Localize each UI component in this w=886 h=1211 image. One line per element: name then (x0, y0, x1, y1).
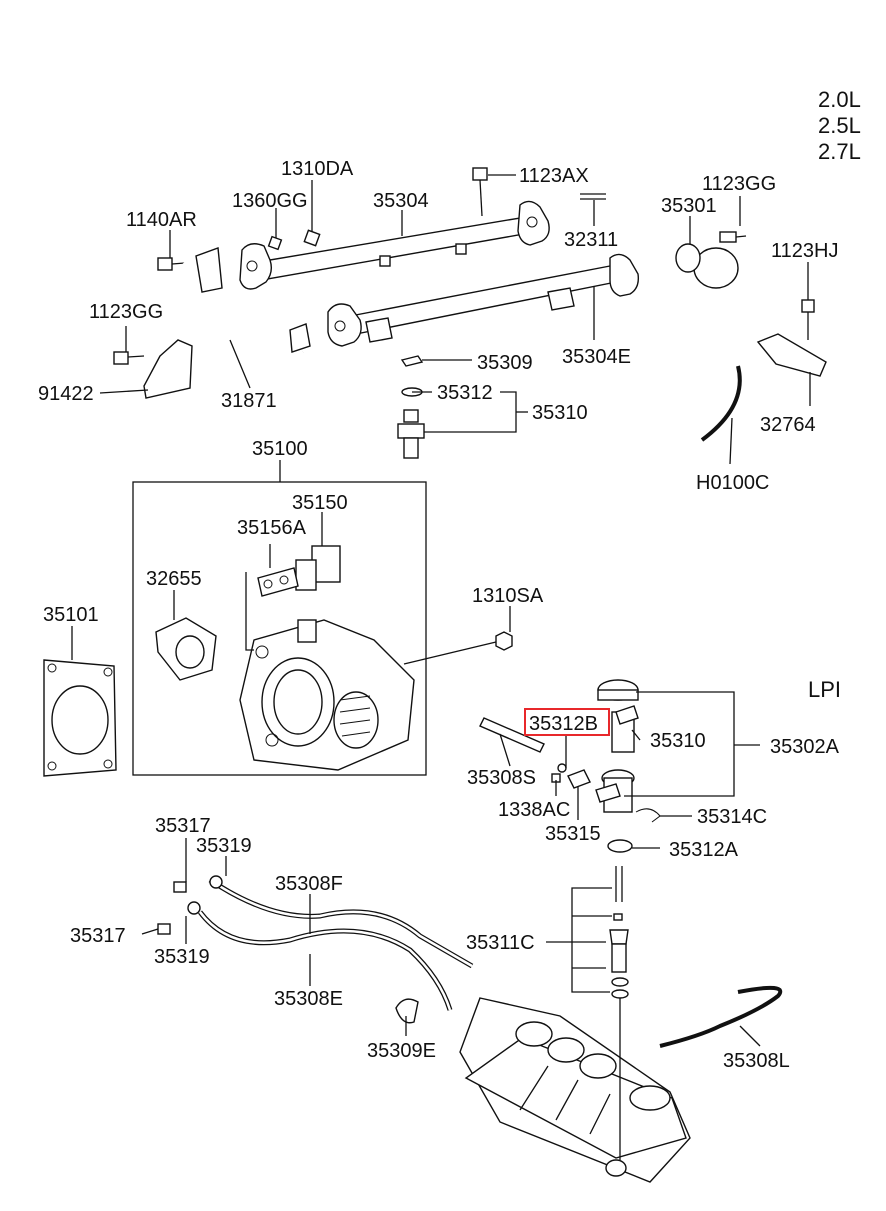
pressure-regulator (675, 231, 747, 289)
fuel-pipe (175, 247, 311, 358)
engine-label-2: 2.5L (818, 113, 861, 138)
part-label: 1360GG (232, 190, 308, 212)
part-label: 32655 (146, 568, 202, 590)
lpi-label: LPI (808, 677, 841, 702)
part-label: 32764 (760, 414, 816, 436)
part-label: 35312A (669, 839, 739, 861)
clip-35309e (395, 998, 419, 1024)
idle-control-valve (257, 545, 341, 597)
part-label: 1123HJ (771, 240, 838, 262)
throttle-body (239, 619, 415, 771)
fuel-lines (157, 875, 474, 1011)
nut-1310sa (495, 631, 513, 651)
bolts-top (157, 167, 606, 271)
part-labels: 1310DA 1123AX 1360GG 35304 1140AR 1123GG… (38, 158, 840, 1072)
injector-top (397, 355, 425, 459)
intake-manifold (459, 997, 691, 1183)
part-label: 1123GG (89, 301, 163, 323)
part-label: 35302A (770, 736, 840, 758)
part-label: 35319 (154, 946, 210, 968)
part-label: 35309 (477, 352, 533, 374)
part-label: H0100C (696, 472, 769, 494)
highlight-box (524, 708, 610, 736)
part-label: 35314C (697, 806, 767, 828)
drawings (43, 167, 827, 1183)
part-label: 35309E (367, 1040, 436, 1062)
part-label: 35308L (723, 1050, 790, 1072)
part-label: 35156A (237, 517, 307, 539)
part-label: 35101 (43, 604, 99, 626)
bracket-right (700, 299, 827, 442)
part-label: 35304E (562, 346, 631, 368)
part-label: 35317 (70, 925, 126, 947)
fuel-rail-upper (239, 200, 550, 290)
part-label: 1310SA (472, 585, 544, 607)
engine-label-1: 2.0L (818, 87, 861, 112)
part-label: 35310 (650, 730, 706, 752)
engine-labels: 2.0L 2.5L 2.7L (818, 87, 861, 164)
lpi-rail-parts (609, 866, 629, 999)
throttle-position-sensor (155, 617, 217, 681)
part-label: 1140AR (126, 209, 197, 231)
part-label: 35317 (155, 815, 211, 837)
hose-35308l (659, 985, 782, 1048)
throttle-gasket (43, 659, 117, 777)
part-label: 1123GG (702, 173, 776, 195)
part-label: 35310 (532, 402, 588, 424)
part-label: 1310DA (281, 158, 354, 180)
part-label-highlighted: 35312B (529, 713, 598, 735)
part-label: 35308F (275, 873, 343, 895)
part-label: 35308S (467, 767, 536, 789)
part-label: 1338AC (498, 799, 570, 821)
part-label: 35311C (466, 932, 535, 954)
part-label: 91422 (38, 383, 94, 405)
part-label: 35301 (661, 195, 717, 217)
fuel-rail-lower (327, 253, 640, 347)
leader-lines (71, 174, 811, 1160)
part-label: 35312 (437, 382, 493, 404)
part-label: 35308E (274, 988, 343, 1010)
part-label: 35304 (373, 190, 429, 212)
part-label: 32311 (564, 229, 618, 251)
part-label: 35150 (292, 492, 348, 514)
engine-label-3: 2.7L (818, 139, 861, 164)
bracket-left (113, 339, 193, 399)
part-label: 1123AX (519, 165, 589, 187)
part-label: 35319 (196, 835, 252, 857)
part-label: 35315 (545, 823, 601, 845)
lpi-injector (595, 679, 661, 853)
part-label: 35100 (252, 438, 308, 460)
part-label: 31871 (221, 390, 277, 412)
